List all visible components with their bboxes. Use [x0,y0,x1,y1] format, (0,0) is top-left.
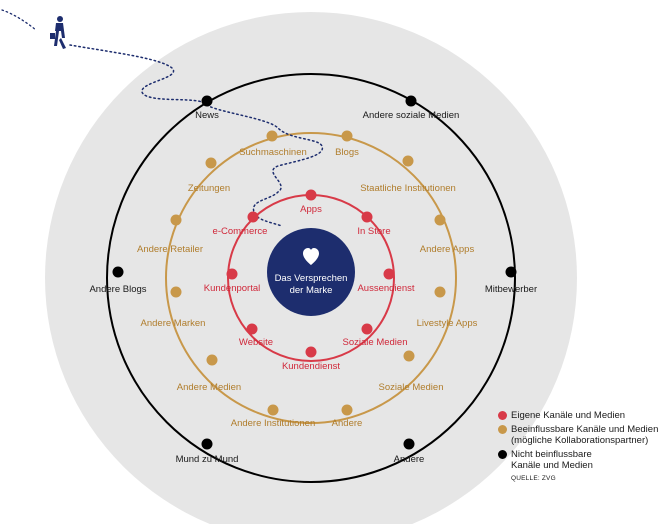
inner-label-apps: Apps [300,204,322,215]
outer-label-andere: Andere [394,454,425,465]
legend-dot-uninfluenceable [498,450,507,459]
outer-node-andere-soziale-medien [405,95,417,107]
outer-node-andere-blogs [112,266,124,278]
middle-node-livestyle-apps [434,286,446,298]
legend-item-uninfluenceable: Nicht beinflussbare Kanäle und Medien [498,449,668,471]
middle-node-soziale-medien [403,350,415,362]
middle-label-zeitungen: Zeitungen [188,183,230,194]
middle-ring [165,132,457,424]
inner-label-kundenportal: Kundenportal [204,283,261,294]
middle-node-andere-marken [170,286,182,298]
center-label-line1: Das Versprechen [275,273,348,284]
inner-node-kundenportal [226,268,238,280]
middle-node-suchmaschinen [266,130,278,142]
outer-label-andere-blogs: Andere Blogs [89,284,146,295]
outer-node-news [201,95,213,107]
inner-node-apps [305,189,317,201]
middle-node-andere-apps [434,214,446,226]
middle-label-andere-institutionen: Andere Institutionen [231,418,316,429]
inner-label-in-store: In Store [357,226,390,237]
outer-node-andere [403,438,415,450]
outer-label-mitbewerber: Mitbewerber [485,284,537,295]
middle-label-andere-apps: Andere Apps [420,244,475,255]
middle-node-andere-retailer [170,214,182,226]
middle-label-suchmaschinen: Suchmaschinen [239,147,307,158]
inner-label-aussendienst: Aussendienst [357,283,414,294]
outer-label-mund-zu-mund: Mund zu Mund [176,454,239,465]
middle-node-andere [341,404,353,416]
legend-label-uninfluenceable-sub: Kanäle und Medien [511,460,593,471]
middle-label-staatliche-institutionen: Staatliche Institutionen [360,183,456,194]
legend: Eigene Kanäle und Medien Beeinflussbare … [498,410,668,482]
outer-label-andere-soziale-medien: Andere soziale Medien [363,110,460,121]
legend-label-influenceable: Beeinflussbare Kanäle und Medien [511,424,659,435]
outer-label-news: News [195,110,219,121]
middle-label-andere-retailer: Andere Retailer [137,244,203,255]
outer-ring [106,73,516,483]
middle-node-zeitungen [205,157,217,169]
inner-node-in-store [361,211,373,223]
legend-dot-own [498,411,507,420]
brand-promise-center [267,228,355,316]
inner-label-e-commerce: e-Commerce [213,226,268,237]
outer-node-mund-zu-mund [201,438,213,450]
middle-node-staatliche-institutionen [402,155,414,167]
legend-item-influenceable: Beeinflussbare Kanäle und Medien (möglic… [498,424,668,446]
intro-dotted-line [1,9,37,31]
middle-label-blogs: Blogs [335,147,359,158]
legend-item-own: Eigene Kanäle und Medien [498,410,668,421]
outer-node-mitbewerber [505,266,517,278]
legend-label-uninfluenceable: Nicht beinflussbare [511,449,592,460]
middle-node-andere-medien [206,354,218,366]
inner-node-aussendienst [383,268,395,280]
legend-dot-influenceable [498,425,507,434]
center-label-line2: der Marke [290,285,333,296]
legend-label-own: Eigene Kanäle und Medien [511,410,626,421]
inner-node-e-commerce [247,211,259,223]
walking-person-icon [50,16,66,49]
middle-label-andere: Andere [332,418,363,429]
inner-node-soziale-medien [361,323,373,335]
middle-label-andere-medien: Andere Medien [177,382,241,393]
source-note: QUELLE: ZVG [511,475,556,482]
middle-node-blogs [341,130,353,142]
heart-icon [303,248,319,265]
legend-label-influenceable-sub: (mögliche Kollaborationspartner) [511,435,649,446]
journey-dotted-path [69,44,323,227]
inner-label-kundendienst: Kundendienst [282,361,340,372]
inner-node-kundendienst [305,346,317,358]
middle-label-andere-marken: Andere Marken [141,318,206,329]
middle-label-livestyle-apps: Livestyle Apps [417,318,478,329]
middle-label-soziale-medien: Soziale Medien [379,382,444,393]
inner-label-website: Website [239,337,273,348]
inner-label-soziale-medien: Soziale Medien [343,337,408,348]
middle-node-andere-institutionen [267,404,279,416]
inner-node-website [246,323,258,335]
